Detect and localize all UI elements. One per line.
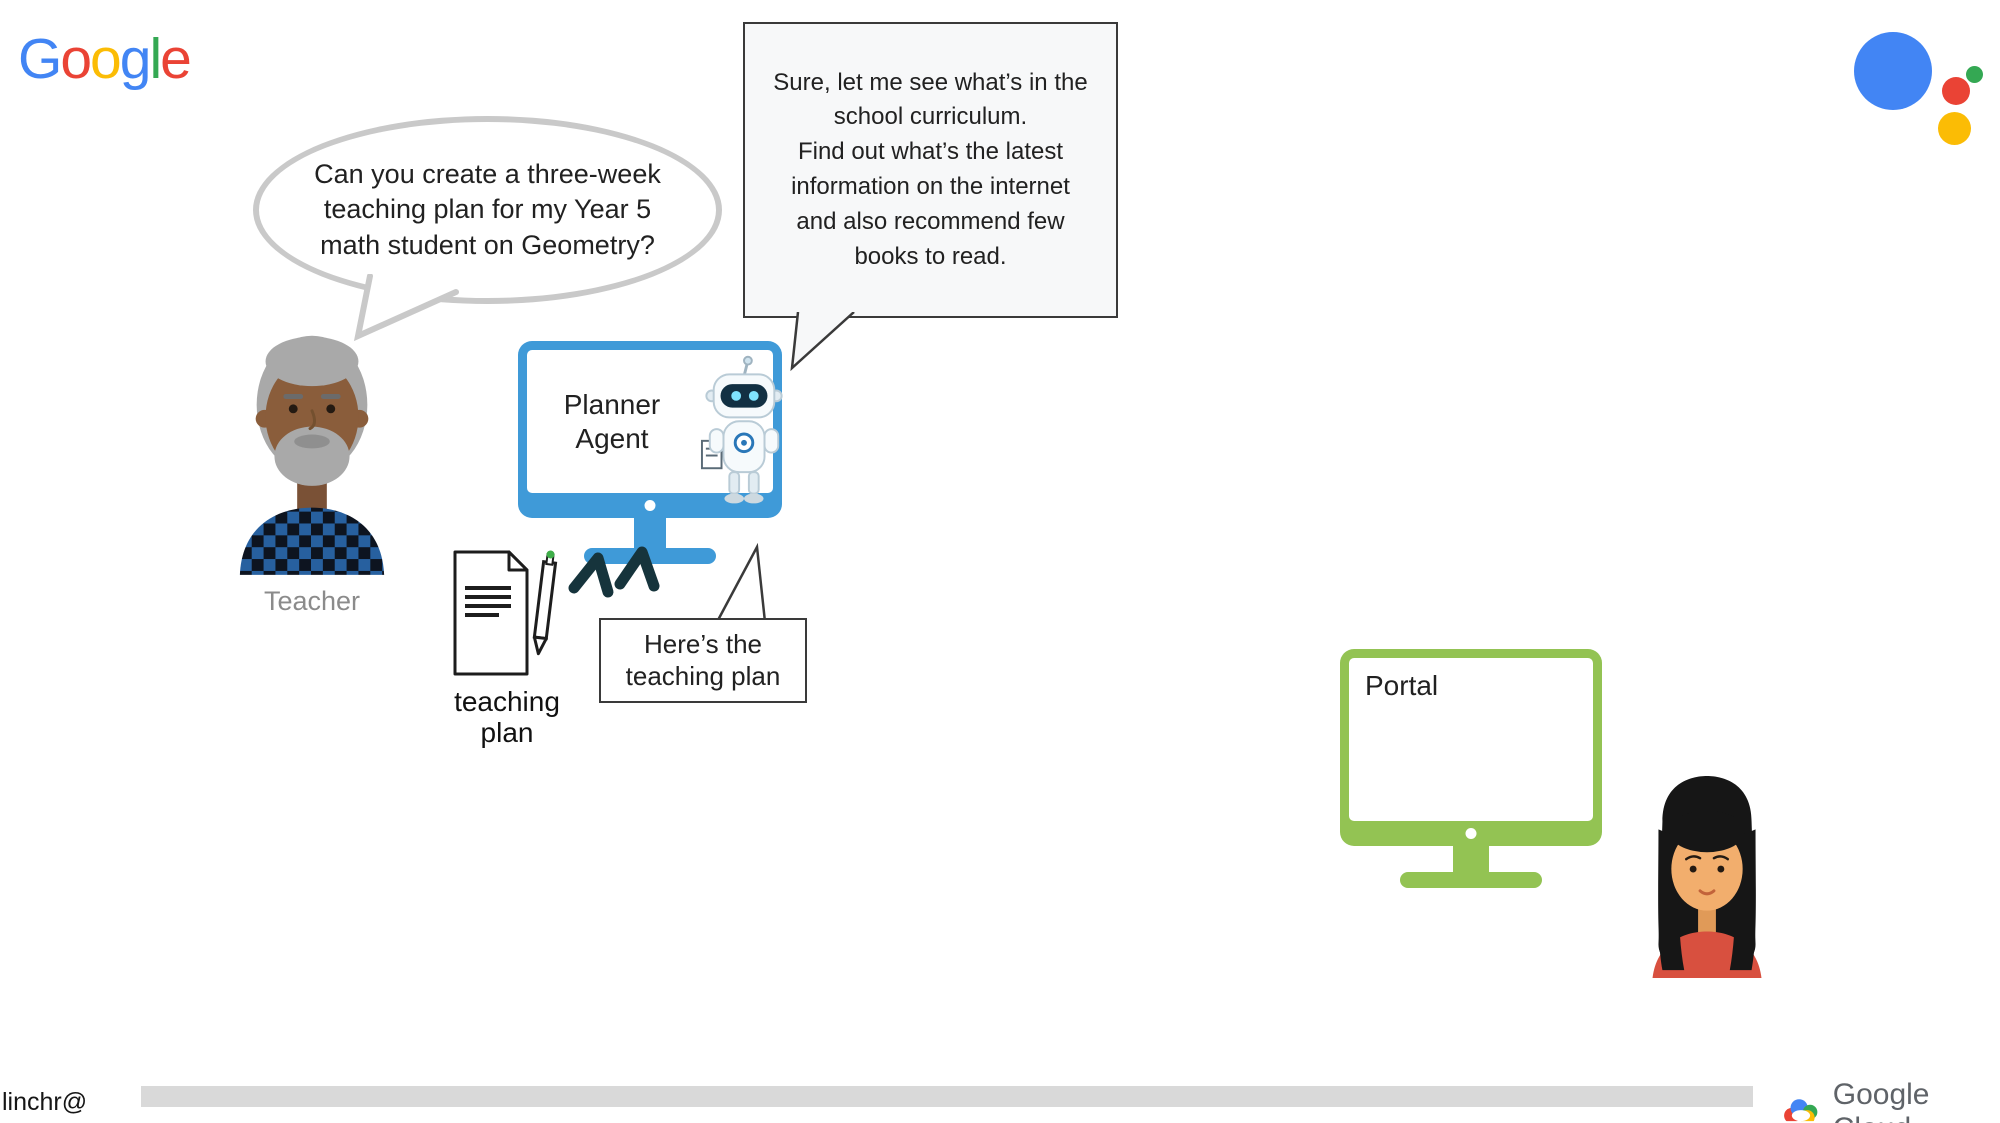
portal-monitor-stand [1453,846,1489,872]
handoff-speech-text: Here’s the teaching plan [625,628,781,691]
assistant-blue-circle [1854,32,1932,110]
google-logo-letter: l [149,27,162,91]
teaching-plan-label: teaching plan [454,686,560,749]
planner-monitor-dot [644,500,656,511]
username-text: linchr@ [2,1088,88,1116]
teaching-plan-document-icon [453,550,558,676]
google-logo-letter: G [18,27,62,91]
teacher-bubble-tail [353,274,459,342]
google-logo: Google [18,26,192,92]
planner-monitor-label: Planner Agent [563,389,661,455]
student-avatar [1652,775,1762,978]
google-logo-letter: o [90,27,122,91]
portal-monitor-base [1400,872,1542,888]
planner-bubble-tail [790,312,855,372]
google-logo-letter: o [60,27,92,91]
planner-agent-speech-bubble: Sure, let me see what’s in the school cu… [743,22,1118,318]
assistant-green-dot [1966,66,1983,83]
assistant-red-circle [1942,77,1970,105]
walking-legs-icon [568,546,660,598]
portal-monitor-label: Portal [1365,670,1439,701]
teacher-speech-bubble: Can you create a three-week teaching pla… [253,116,722,304]
assistant-yellow-circle [1938,112,1971,145]
planner-agent-robot-icon [700,355,783,504]
teacher-speech-text: Can you create a three-week teaching pla… [314,158,661,260]
planner-monitor-base [584,548,716,564]
portal-monitor: Portal [1340,649,1602,888]
portal-monitor-dot [1465,828,1477,839]
google-cloud-logo: Google Cloud [1780,1078,2000,1123]
pen-icon [532,550,558,656]
planner-monitor-stand [634,518,666,548]
portal-monitor-display: Portal [1349,658,1593,821]
planner-agent-speech-text: Sure, let me see what’s in the school cu… [773,68,1088,270]
teacher-avatar [239,335,385,575]
handoff-bubble-tail [715,543,767,623]
slide-progress-bar [141,1086,1753,1107]
google-logo-letter: g [119,27,152,91]
teacher-label: Teacher [263,586,361,616]
google-cloud-text: Google Cloud [1832,1078,1930,1123]
google-cloud-icon [1783,1099,1821,1123]
google-logo-letter: e [160,27,192,91]
handoff-speech-bubble: Here’s the teaching plan [599,618,807,703]
portal-monitor-screen: Portal [1340,649,1602,846]
